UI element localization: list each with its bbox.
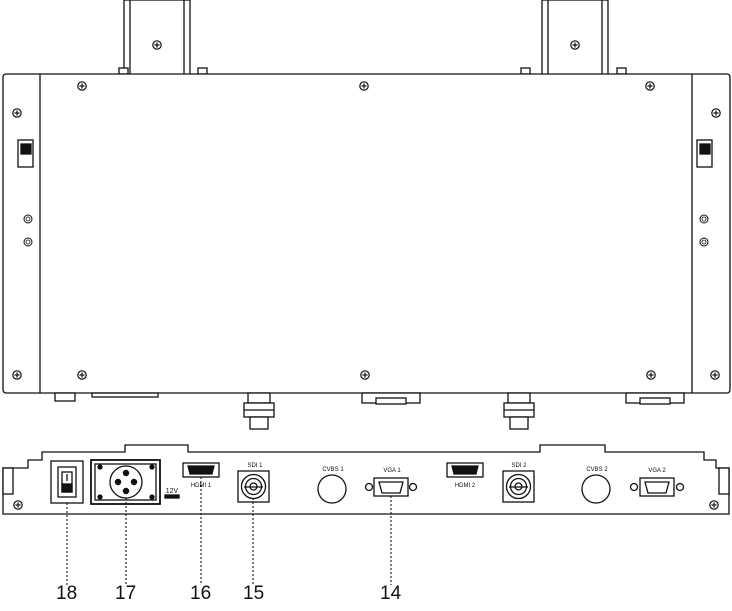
sdi2-label: SDI 2 — [511, 463, 527, 469]
vga1-port — [364, 477, 418, 497]
chassis-top-view — [2, 73, 731, 394]
rear-panel — [2, 444, 730, 585]
cvbs2-label: CVBS 2 — [586, 467, 608, 473]
callout-power-switch: 18 — [56, 583, 78, 604]
cvbs1-port — [317, 474, 347, 504]
left-bracket — [118, 0, 208, 77]
callout-hdmi-input: 16 — [190, 583, 212, 604]
power-switch — [50, 460, 84, 504]
right-bracket — [520, 0, 627, 77]
hdmi2-port — [446, 462, 484, 478]
sdi1-label: SDI 1 — [247, 463, 263, 469]
sdi1-port — [237, 470, 270, 503]
power-voltage-label: 12V — [166, 488, 179, 495]
callout-dc-input: 17 — [115, 583, 137, 604]
callout-vga-input: 14 — [380, 583, 402, 604]
sdi2-port — [502, 470, 535, 503]
vga2-label: VGA 2 — [648, 468, 666, 474]
hdmi1-port — [182, 462, 220, 478]
callout-sdi-input: 15 — [243, 583, 265, 604]
vga2-port — [629, 477, 685, 497]
vga1-label: VGA 1 — [383, 468, 401, 474]
cvbs2-port — [581, 474, 611, 504]
hdmi1-label: HDMI 1 — [191, 483, 212, 489]
leader-lines — [66, 477, 392, 585]
cvbs1-label: CVBS 1 — [322, 467, 344, 473]
top-view — [2, 0, 731, 430]
hdmi2-label: HDMI 2 — [455, 483, 476, 489]
